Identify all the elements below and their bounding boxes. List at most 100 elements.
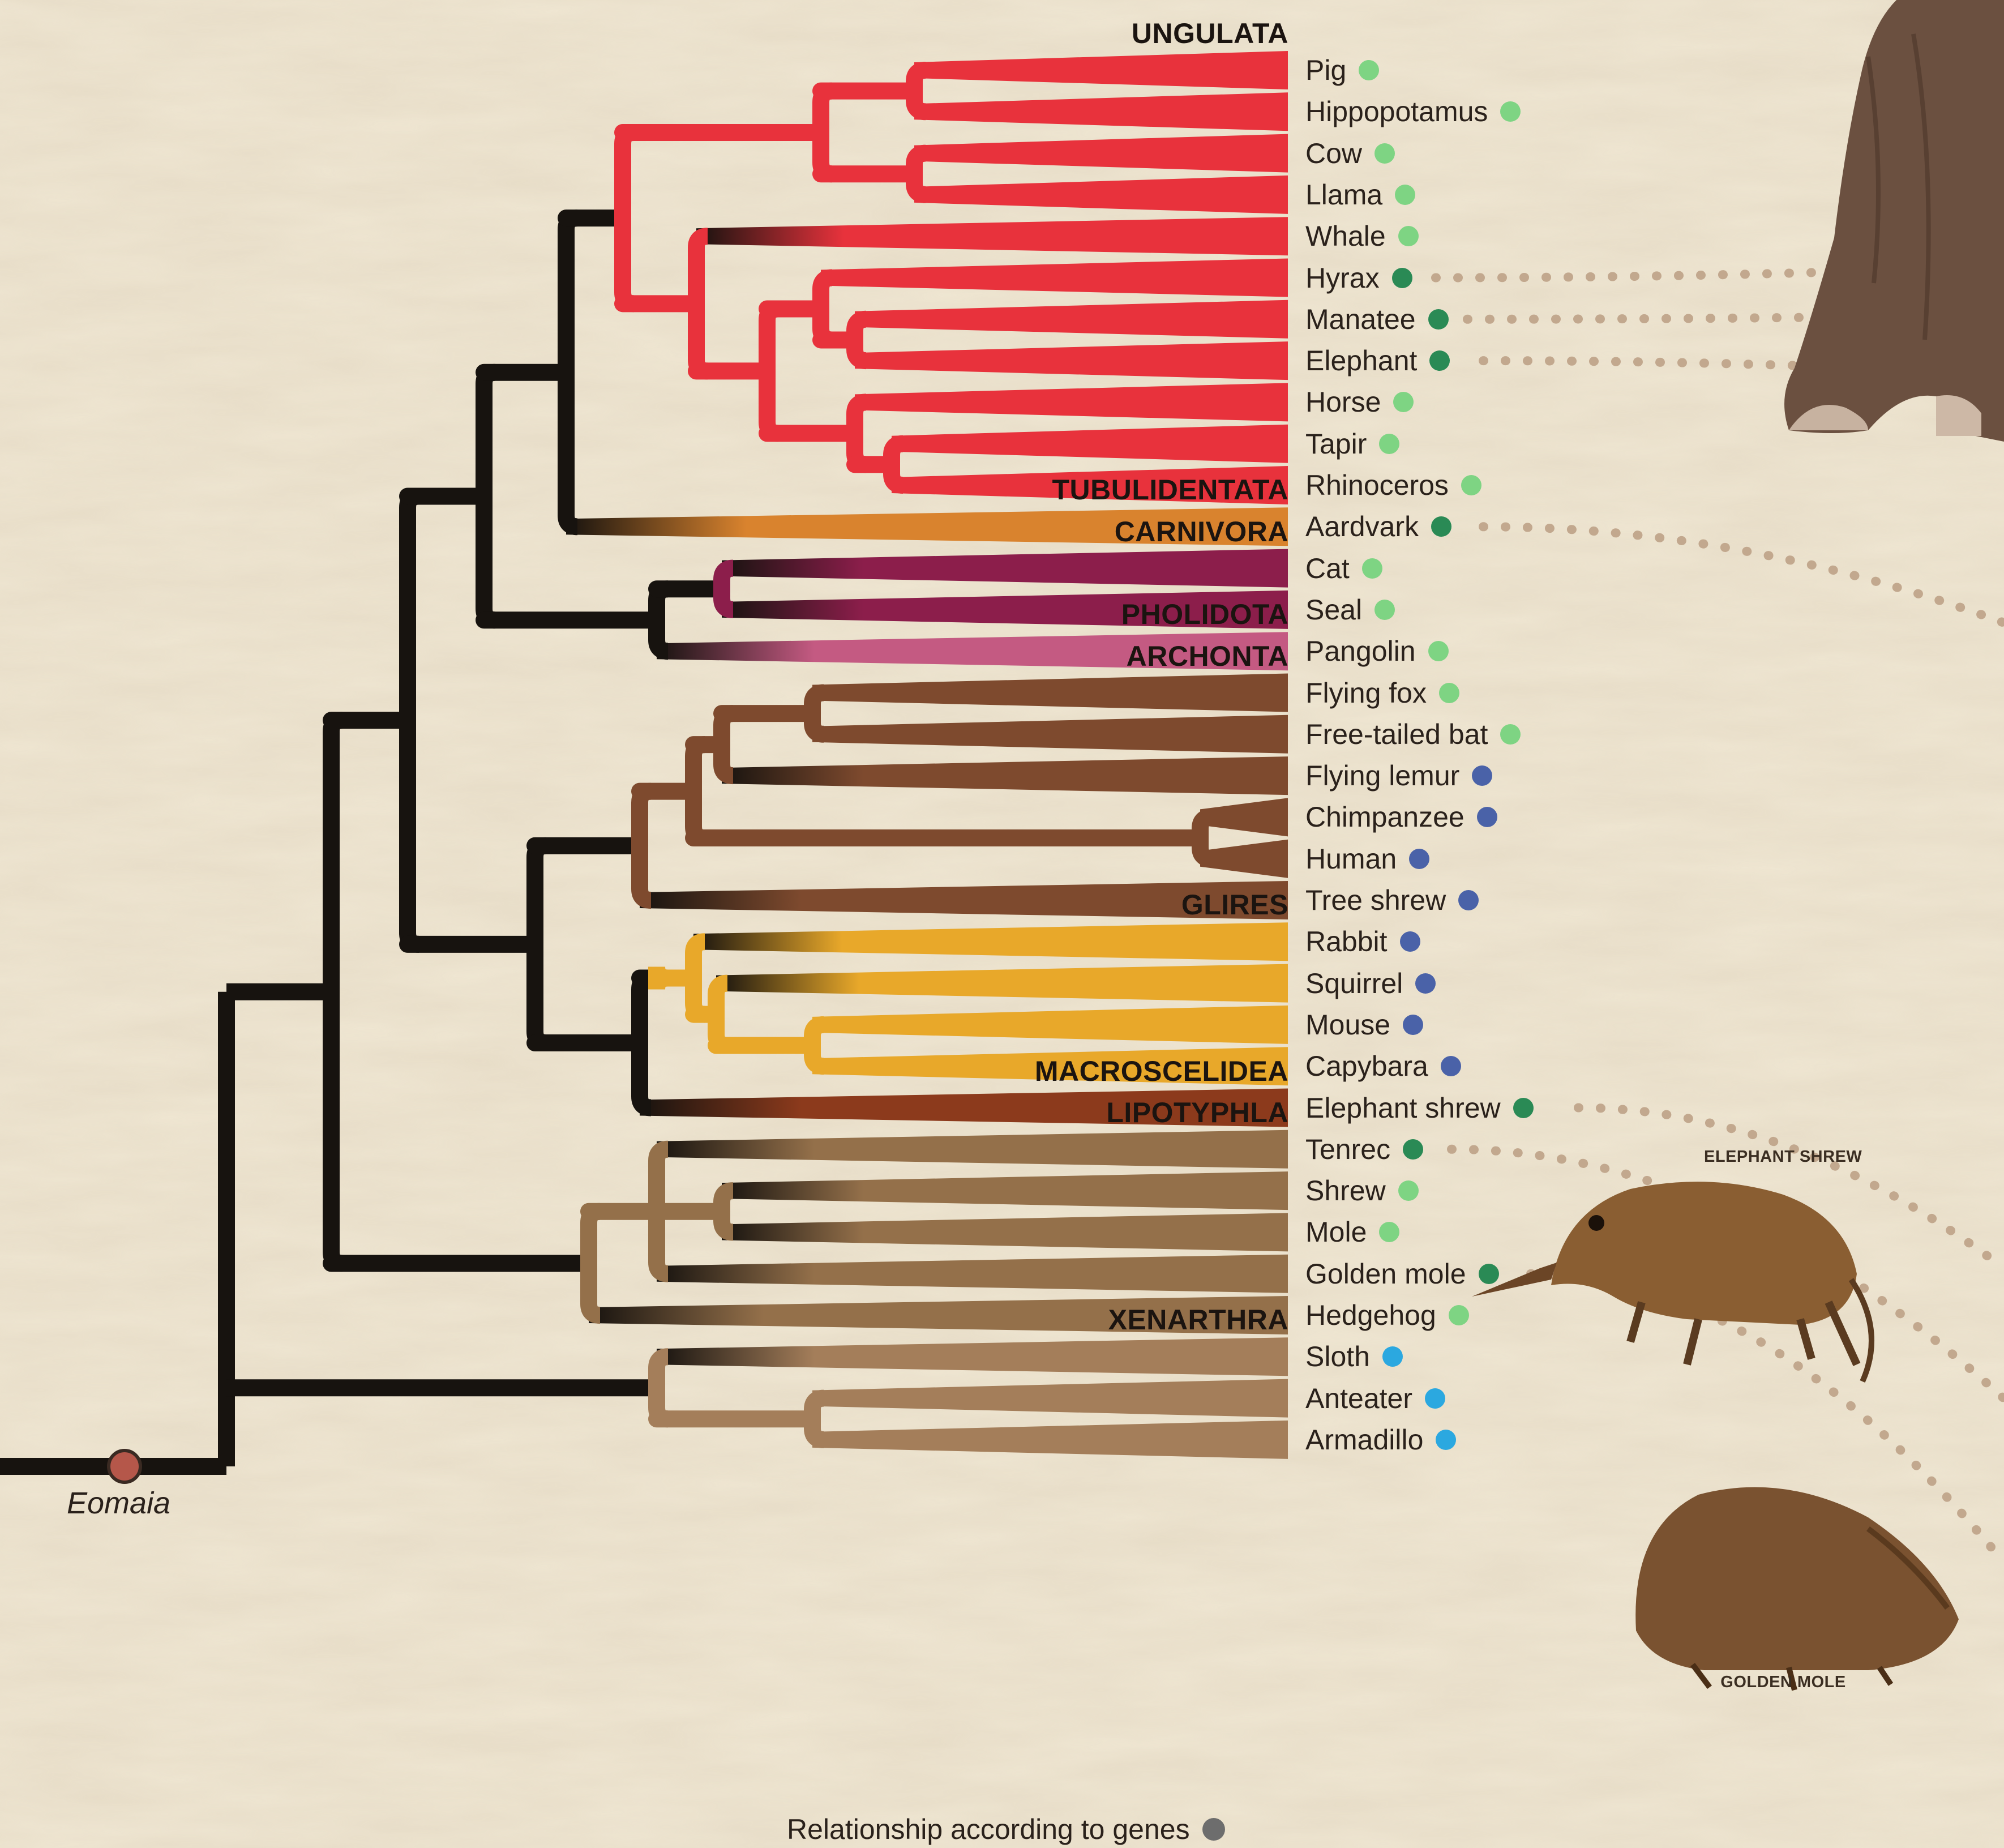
root-label-eomaia: Eomaia [67, 1486, 170, 1521]
gene-relationship-dot-icon [1439, 683, 1459, 703]
species-flying-fox: Flying fox [1305, 676, 1459, 710]
branch-tip-shrew [722, 1171, 1288, 1210]
gene-relationship-dot-icon [1472, 765, 1492, 786]
clade-connector [589, 1212, 600, 1315]
species-name: Armadillo [1305, 1423, 1423, 1457]
gene-relationship-dot-icon [1441, 1056, 1461, 1076]
gene-relationship-dot-icon [1379, 434, 1399, 454]
species-name: Hippopotamus [1305, 95, 1488, 129]
gene-relationship-dot-icon [1458, 890, 1479, 910]
dotted-connector [1483, 527, 2004, 623]
legend-dot-icon [1202, 1818, 1225, 1841]
species-name: Elephant [1305, 344, 1417, 378]
species-name: Elephant shrew [1305, 1091, 1501, 1125]
clade-connector [914, 153, 926, 195]
branch-tip-hyrax [821, 259, 1288, 297]
branch-tip-cat [722, 549, 1288, 588]
gene-relationship-dot-icon [1415, 973, 1436, 994]
branch-tip-chimpanzee [1200, 798, 1288, 836]
species-name: Human [1305, 842, 1397, 876]
gene-relationship-dot-icon [1449, 1305, 1469, 1325]
species-horse: Horse [1305, 385, 1414, 419]
branch-tip-tapir [892, 425, 1288, 463]
clade-connector [722, 1191, 733, 1232]
branch-tip-mouse [812, 1006, 1288, 1044]
branch-tip-human [1200, 840, 1288, 878]
gene-relationship-dot-icon [1513, 1098, 1534, 1118]
species-name: Squirrel [1305, 966, 1403, 1000]
clade-connector [716, 983, 727, 1046]
species-name: Tapir [1305, 427, 1367, 461]
order-label-pholidota: PHOLIDOTA [1121, 599, 1288, 630]
clade-connector [812, 1025, 824, 1066]
gene-relationship-dot-icon [1479, 1264, 1499, 1284]
species-name: Capybara [1305, 1049, 1428, 1083]
species-name: Mouse [1305, 1008, 1390, 1042]
clade-connector [914, 70, 926, 112]
order-label-glires: GLIRES [1181, 889, 1288, 920]
branch-tip-rabbit [693, 922, 1288, 961]
species-name: Flying fox [1305, 676, 1427, 710]
species-tree-shrew: Tree shrew [1305, 883, 1479, 917]
gene-relationship-dot-icon [1428, 309, 1449, 330]
gene-relationship-dot-icon [1362, 558, 1382, 579]
species-name: Horse [1305, 385, 1381, 419]
species-name: Seal [1305, 593, 1362, 627]
gene-relationship-dot-icon [1461, 475, 1481, 495]
species-name: Shrew [1305, 1174, 1386, 1208]
order-label-ungulata: UNGULATA [1132, 18, 1288, 49]
species-name: Manatee [1305, 302, 1416, 336]
gene-relationship-dot-icon [1398, 1180, 1419, 1201]
gene-relationship-dot-icon [1403, 1015, 1423, 1035]
gene-relationship-dot-icon [1359, 60, 1379, 80]
eomaia-node-icon [109, 1451, 140, 1482]
species-name: Tenrec [1305, 1132, 1390, 1166]
order-label-xenarthra: XENARTHRA [1108, 1304, 1288, 1335]
clade-connector [566, 218, 577, 527]
species-hyrax: Hyrax [1305, 261, 1412, 295]
clade-connector [892, 444, 903, 485]
branch-tip-horse [855, 383, 1288, 421]
clade-connector [657, 589, 668, 651]
clade-connector [767, 309, 778, 433]
clade-connector [331, 720, 342, 1263]
branch-tip-manatee [855, 300, 1288, 339]
species-armadillo: Armadillo [1305, 1423, 1456, 1457]
clade-connector [408, 496, 419, 944]
branch-tip-pig [914, 51, 1288, 89]
species-elephant-shrew: Elephant shrew [1305, 1091, 1534, 1125]
species-sloth: Sloth [1305, 1340, 1403, 1374]
branch-tip-squirrel [716, 964, 1288, 1003]
species-name: Rabbit [1305, 925, 1388, 959]
species-name: Llama [1305, 178, 1382, 212]
gene-relationship-dot-icon [1431, 516, 1451, 537]
species-name: Pig [1305, 53, 1346, 87]
species-rhinoceros: Rhinoceros [1305, 468, 1481, 502]
gene-relationship-dot-icon [1379, 1222, 1399, 1242]
species-flying-lemur: Flying lemur [1305, 759, 1492, 793]
clade-connector [812, 1398, 824, 1440]
dotted-connector [1531, 1274, 2004, 1563]
species-name: Rhinoceros [1305, 468, 1449, 502]
species-hippopotamus: Hippopotamus [1305, 95, 1521, 129]
clade-connector [535, 846, 546, 1043]
dotted-connector [1467, 317, 1840, 319]
gene-relationship-dot-icon [1403, 1139, 1423, 1160]
species-squirrel: Squirrel [1305, 966, 1436, 1000]
species-human: Human [1305, 842, 1429, 876]
clade-connector [693, 745, 705, 838]
species-tapir: Tapir [1305, 427, 1399, 461]
species-cat: Cat [1305, 551, 1382, 585]
clade-connector [640, 978, 651, 1107]
species-free-tailed-bat: Free-tailed bat [1305, 717, 1521, 751]
species-mole: Mole [1305, 1215, 1399, 1249]
clade-connector [640, 792, 651, 900]
dotted-connector [1436, 272, 1840, 278]
species-pig: Pig [1305, 53, 1379, 87]
branch-tip-hippopotamus [914, 92, 1288, 131]
species-name: Flying lemur [1305, 759, 1459, 793]
order-label-lipotyphla: LIPOTYPHLA [1106, 1097, 1288, 1128]
branch-tip-elephant [855, 341, 1288, 380]
species-rabbit: Rabbit [1305, 925, 1420, 959]
